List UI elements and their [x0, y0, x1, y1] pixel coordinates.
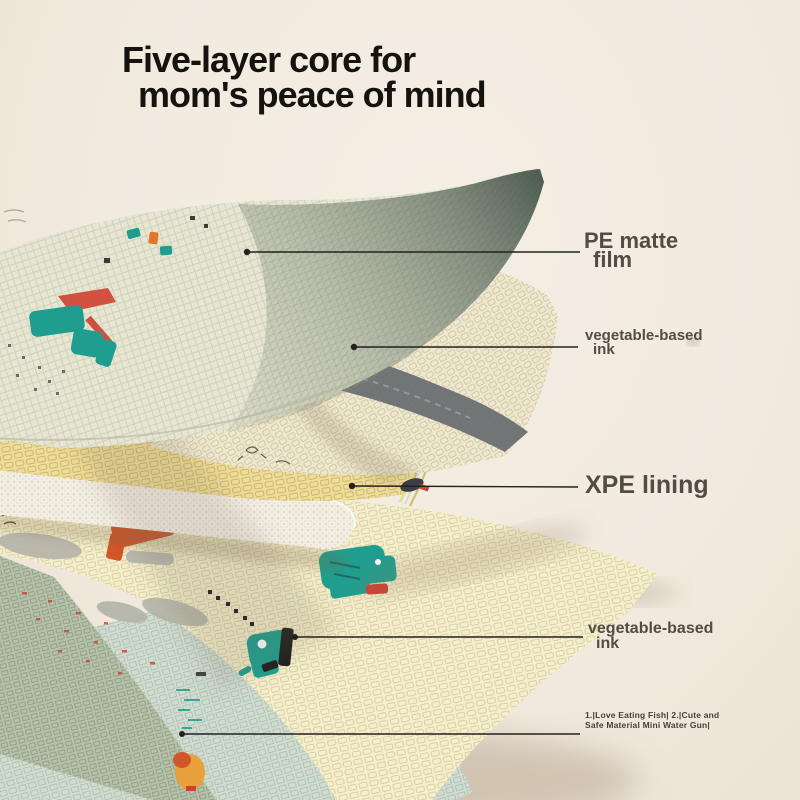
label-pe-line2: film — [593, 247, 633, 272]
footnote-line2: Safe Material Mini Water Gun| — [585, 719, 710, 730]
footnote-line1: 1.|Love Eating Fish| 2.|Cute and — [585, 710, 720, 720]
label-xpe-lining: XPE lining — [585, 473, 709, 498]
ink-smudge — [687, 336, 699, 346]
print-duck — [173, 752, 205, 791]
pe-film-layer — [0, 168, 544, 448]
print-color-dabs — [104, 216, 208, 263]
print-faint-sketch — [3, 209, 27, 223]
green-base-layer — [0, 556, 216, 800]
label-pe-line1: PE matte — [584, 228, 679, 253]
ink-top-leader — [350, 343, 578, 351]
ink-bottom-leader — [292, 634, 583, 640]
label-pe-matte-film: PE matte film — [584, 228, 679, 272]
print-paint-croc — [29, 288, 117, 367]
label-ink-bottom-line2: ink — [596, 635, 620, 652]
print-grass-dashes — [176, 672, 206, 729]
label-ink-top-line2: ink — [593, 341, 615, 358]
title-line-2: mom's peace of mind — [138, 74, 487, 115]
title-line-1: Five-layer core for — [122, 39, 416, 80]
label-vegetable-ink-top: vegetable-based ink — [585, 327, 703, 358]
label-footnote: 1.|Love Eating Fish| 2.|Cute and Safe Ma… — [585, 710, 720, 730]
peel-cast-shadow — [60, 400, 340, 690]
red-speckles — [22, 592, 155, 675]
page-title: Five-layer core for mom's peace of mind — [122, 39, 487, 115]
footnote-leader — [179, 731, 580, 737]
label-ink-top-line1: vegetable-based — [585, 327, 703, 344]
pe-film-leader — [243, 248, 580, 256]
xpe-leader — [348, 482, 579, 490]
label-xpe-line1: XPE lining — [585, 471, 709, 499]
print-gray-speckles — [8, 344, 65, 395]
slab-tip-shadow — [353, 525, 587, 595]
leader-lines — [179, 248, 583, 737]
print-small-sketches — [237, 446, 291, 465]
label-vegetable-ink-bottom: vegetable-based ink — [588, 620, 714, 652]
label-ink-bottom-line1: vegetable-based — [588, 620, 714, 637]
